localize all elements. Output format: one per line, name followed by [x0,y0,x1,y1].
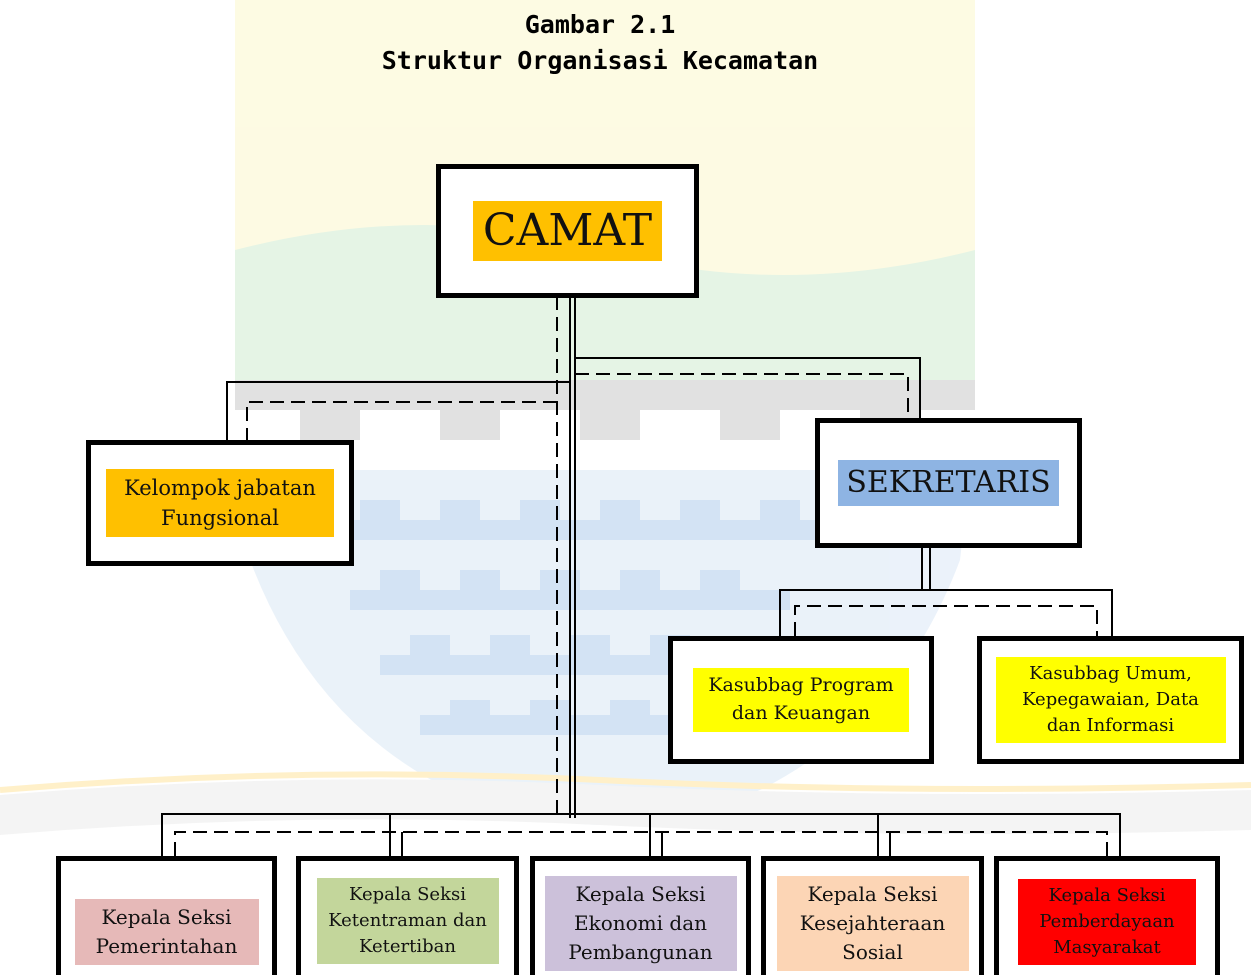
seksi-kesejahteraan-box: Kepala Seksi Kesejahteraan Sosial [761,856,984,975]
seksi-pemberdayaan-box: Kepala Seksi Pemberdayaan Masyarakat [994,856,1220,975]
sekretaris-label: SEKRETARIS [838,460,1059,506]
seksi-ekonomi-label: Kepala Seksi Ekonomi dan Pembangunan [544,875,737,971]
sekretaris-box: SEKRETARIS [815,418,1082,548]
kasubbag-program-label: Kasubbag Program dan Keuangan [693,668,909,732]
fungsional-box: Kelompok jabatan Fungsional [86,440,354,566]
seksi-ekonomi-box: Kepala Seksi Ekonomi dan Pembangunan [530,856,751,975]
kasubbag-umum-box: Kasubbag Umum, Kepegawaian, Data dan Inf… [977,636,1244,764]
seksi-ketentraman-box: Kepala Seksi Ketentraman dan Ketertiban [296,856,519,975]
seksi-kesejahteraan-label: Kepala Seksi Kesejahteraan Sosial [776,875,969,971]
figure-number: Gambar 2.1 [524,10,676,39]
kasubbag-program-box: Kasubbag Program dan Keuangan [668,636,934,764]
seksi-pemberdayaan-label: Kepala Seksi Pemberdayaan Masyarakat [1018,878,1196,966]
fungsional-label: Kelompok jabatan Fungsional [106,468,334,538]
seksi-ketentraman-label: Kepala Seksi Ketentraman dan Ketertiban [316,877,499,965]
seksi-pemerintahan-label: Kepala Seksi Pemerintahan [74,899,259,965]
kasubbag-umum-label: Kasubbag Umum, Kepegawaian, Data dan Inf… [995,656,1226,744]
figure-title: Struktur Organisasi Kecamatan [381,46,819,75]
camat-label: CAMAT [472,200,663,262]
seksi-pemerintahan-box: Kepala Seksi Pemerintahan [56,856,277,975]
camat-box: CAMAT [436,164,699,298]
